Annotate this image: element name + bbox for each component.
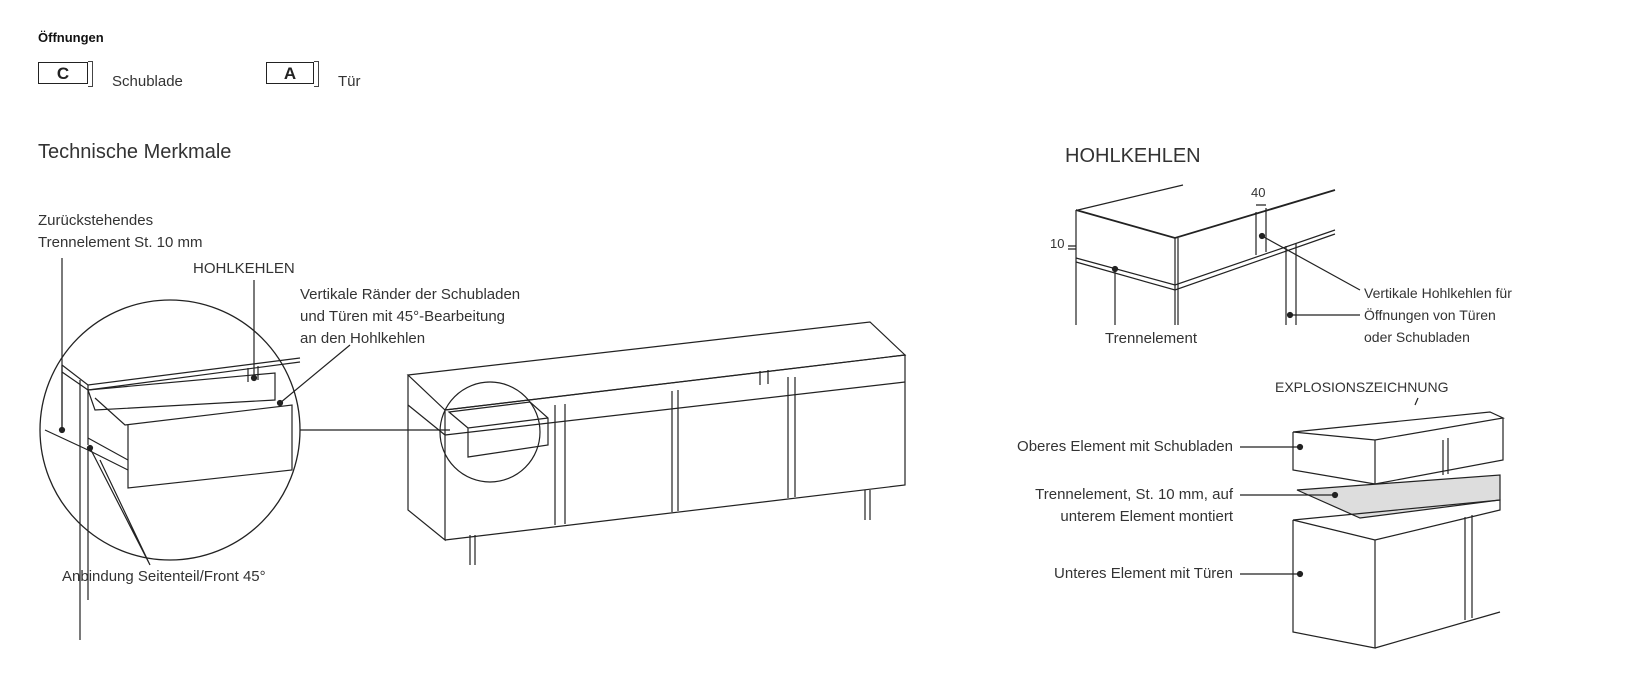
hohlkehlen-title: HOHLKEHLEN [1065,145,1201,167]
label-divider-element-1: Trennelement, St. 10 mm, auf [1035,486,1233,503]
opening-label-drawer: Schublade [112,73,183,90]
legend-title: Öffnungen [38,30,104,45]
opening-code-drawer: C [38,61,93,87]
label-side-front-joint: Anbindung Seitenteil/Front 45° [62,568,266,585]
label-divider-element-2: unterem Element montiert [1060,508,1233,525]
label-lower-element: Unteres Element mit Türen [1054,565,1233,582]
label-divider: Trennelement [1105,330,1197,347]
dim-thickness: 10 [1050,236,1065,251]
label-recessed-divider-1: Zurückstehendes [38,212,154,229]
section-title: Technische Merkmale [38,141,232,163]
label-recessed-divider-2: Trennelement St. 10 mm [38,234,203,251]
label-vertical-edges-1: Vertikale Ränder der Schubladen [300,286,521,303]
label-vertical-grooves-3: oder Schubladen [1364,329,1470,345]
opening-label-door: Tür [338,73,361,90]
opening-code-door: A [266,61,319,87]
hohlkehlen-drawing [1068,184,1361,325]
dim-width: 40 [1251,185,1266,200]
label-vertical-grooves-1: Vertikale Hohlkehlen für [1364,285,1512,301]
label-vertical-edges-3: an den Hohlkehlen [300,330,426,347]
explosion-title: EXPLOSIONSZEICHNUNG [1275,379,1449,395]
sideboard-drawing [406,321,907,565]
label-vertical-grooves-2: Öffnungen von Türen [1364,307,1496,323]
label-upper-element: Oberes Element mit Schubladen [1017,438,1233,455]
label-vertical-edges-2: und Türen mit 45°-Bearbeitung [300,308,506,325]
detail-circle-drawing [39,258,450,640]
label-hohlkehlen: HOHLKEHLEN [193,260,295,277]
explosion-drawing [1240,397,1506,649]
